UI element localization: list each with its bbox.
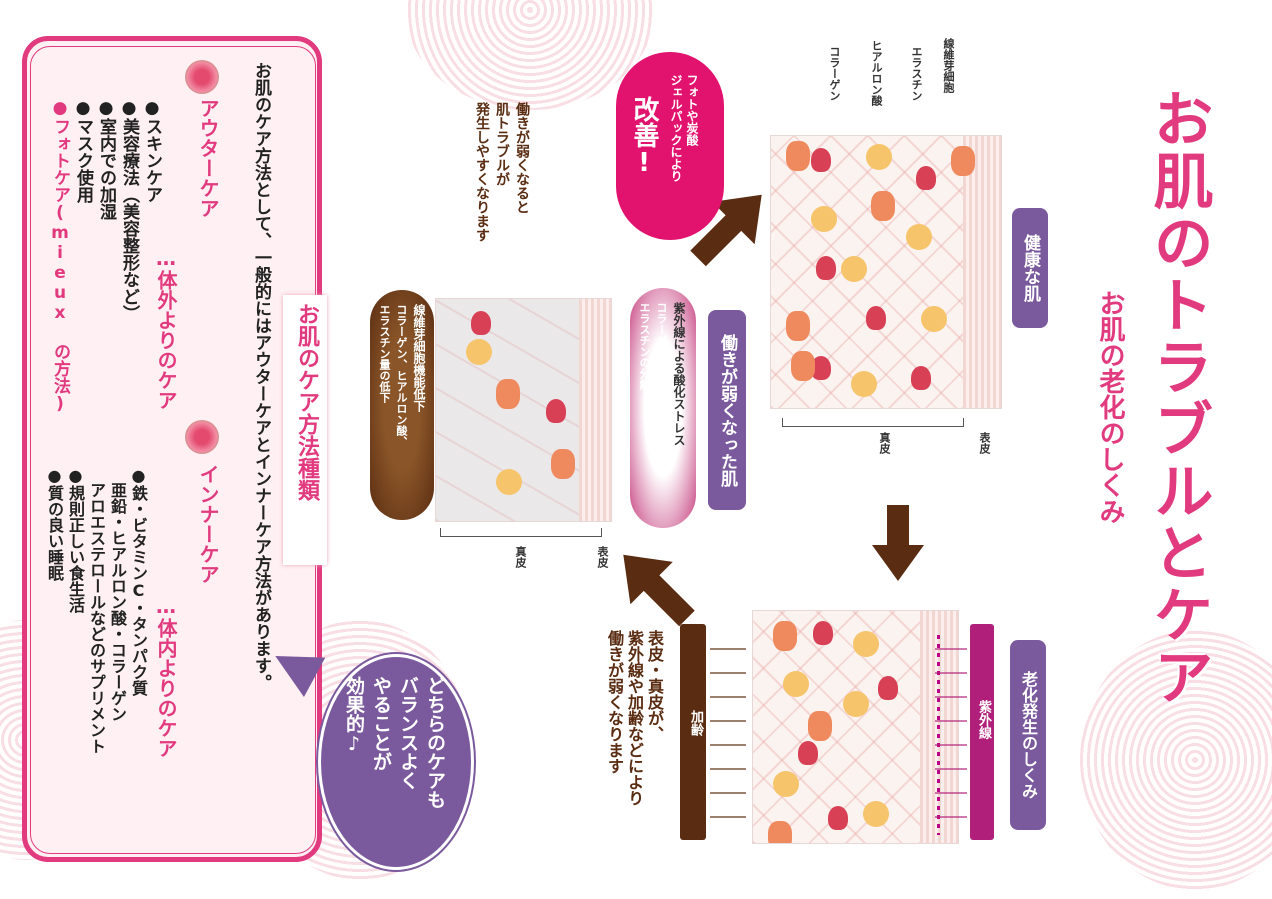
- outer-care-list: ●スキンケア ●美容療法（美容整形など） ●室内での加湿 ●マスク使用 ●フォト…: [48, 98, 163, 414]
- page-subtitle: お肌の老化のしくみ: [1095, 290, 1125, 524]
- list-item: ●鉄・ビタミンC・タンパク質: [129, 466, 148, 696]
- list-item: ●スキンケア: [142, 98, 162, 203]
- list-item: アロエステロールなどのサプリメント: [87, 466, 106, 754]
- rose-icon-inner: [185, 420, 219, 454]
- rose-icon-outer: [185, 60, 219, 94]
- weak-skin-diagram: [435, 298, 612, 522]
- aging-label: 老化発生のしくみ: [1010, 640, 1046, 830]
- list-item: ●規則正しい食生活: [66, 466, 85, 613]
- trouble-note: 働きが弱くなると 肌トラブルが 発生しやすくなります: [474, 102, 530, 242]
- outer-care-sub: …体外よりのケア: [154, 246, 178, 410]
- label-hyaluronic: ヒアルロン酸: [870, 40, 883, 106]
- inner-care-sub: …体内よりのケア: [154, 594, 178, 758]
- hyaluronic-cell: [866, 144, 892, 170]
- list-item: 亜鉛・ヒアルロン酸・コラーゲン: [108, 466, 127, 722]
- weak-label-dermis: 真皮: [514, 546, 527, 568]
- uv-arrows-side: [935, 630, 967, 840]
- inner-care-title: インナーケア: [196, 464, 220, 584]
- list-item: ●室内での加湿: [96, 98, 116, 220]
- list-item: ●質の良い睡眠: [45, 466, 64, 581]
- improvement-badge-text: 改善!: [629, 96, 659, 178]
- fibroblast-cell: [786, 141, 810, 171]
- oval-oxidative-stress: 紫外線による酸化ストレス コラーゲン、ヒアルロン酸、 エラスチンの分解: [630, 288, 696, 528]
- label-elastin: エラスチン: [910, 46, 923, 101]
- arrow-up-left: [602, 533, 695, 627]
- inner-care-list: ●鉄・ビタミンC・タンパク質 亜鉛・ヒアルロン酸・コラーゲン アロエステロールな…: [44, 466, 149, 754]
- arrow-down: [872, 505, 924, 581]
- uv-bar: [970, 624, 994, 840]
- page-title: お肌のトラブルとケア: [1143, 88, 1213, 708]
- list-item: ●美容療法（美容整形など）: [119, 98, 139, 322]
- care-heading-box: [283, 295, 327, 565]
- aging-skin-diagram: [752, 610, 959, 844]
- aging-desc: 表皮・真皮が、 紫外線や加齢などにより 働きが弱くなります: [605, 630, 664, 806]
- speech-bubble: [318, 654, 474, 870]
- age-arrows: [710, 630, 746, 840]
- layer-bracket: [782, 418, 964, 427]
- collagen-cell: [811, 148, 831, 172]
- age-label: 加齢: [688, 710, 703, 736]
- uv-label: 紫外線: [976, 700, 991, 739]
- label-epidermis: 表皮: [978, 432, 991, 454]
- list-item: ●フォトケア(mieux の方法): [50, 98, 70, 414]
- care-intro: お肌のケア方法として、一般的にはアウターケアとインナーケア方法があります。: [251, 62, 271, 691]
- label-dermis: 真皮: [878, 432, 891, 454]
- label-collagen: コラーゲン: [828, 46, 841, 101]
- healthy-skin-diagram: [770, 135, 1002, 409]
- improvement-badge: フォトや炭酸 ジェルパックにより 改善!: [616, 52, 724, 240]
- healthy-skin-label: 健康な肌: [1012, 208, 1048, 328]
- outer-care-title: アウターケア: [196, 98, 220, 218]
- weak-label-epidermis: 表皮: [596, 546, 609, 568]
- care-heading: お肌のケア方法種類: [294, 303, 319, 501]
- weak-skin-label: 働きが弱くなった肌: [708, 310, 746, 510]
- label-fibroblast: 線維芽細胞: [942, 38, 955, 93]
- oval-fibroblast-decline: 線維芽細胞機能低下 コラーゲン、ヒアルロン酸、 エラスチン量の低下: [370, 290, 434, 520]
- speech-bubble-text: どちらのケアも バランスよく やることが 効果的♪: [343, 676, 446, 809]
- lace-decoration-right: [1080, 630, 1272, 890]
- age-bar: [680, 624, 706, 840]
- weak-layer-bracket: [440, 528, 602, 537]
- list-item: ●マスク使用: [73, 98, 93, 203]
